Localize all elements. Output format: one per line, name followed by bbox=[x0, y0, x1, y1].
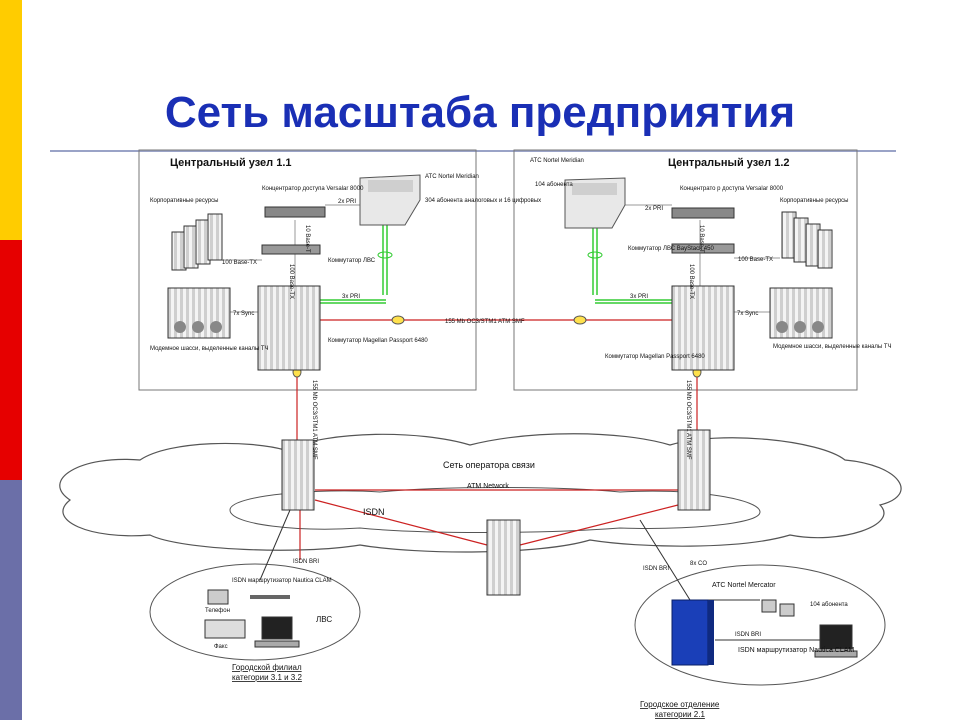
node2-pbx-label: АТС Nortel Meridian bbox=[530, 158, 584, 164]
branch1-isdn-label: ISDN BRI bbox=[293, 559, 319, 565]
branch2-router-label: ISDN маршрутизатор Nautica CLAM bbox=[738, 647, 854, 654]
branch1-fax bbox=[204, 619, 246, 639]
node1-atm-up: 155 Mb OC3/STM1 ATM SMF bbox=[311, 380, 317, 460]
red-links bbox=[296, 319, 698, 560]
branch2-ellipse bbox=[634, 564, 886, 686]
node2-servers bbox=[781, 211, 833, 269]
node1-lan-switch bbox=[261, 244, 321, 255]
operator-cloud bbox=[59, 433, 902, 553]
cloud-label: Сеть оператора связи bbox=[443, 460, 535, 470]
branch2-isdn2-label: ISDN BRI bbox=[735, 632, 761, 638]
cloud-switch-right bbox=[677, 429, 711, 511]
node2-concentrator bbox=[671, 207, 735, 219]
cloud-switch-left bbox=[281, 439, 315, 511]
page-title: Сеть масштаба предприятия bbox=[164, 88, 796, 137]
node2-vlink-b: 100 Base-TX bbox=[688, 264, 694, 299]
node2-pri3-label: 3x PRI bbox=[630, 294, 648, 300]
node1-magellan bbox=[257, 285, 321, 371]
node1-heading: Центральный узел 1.1 bbox=[170, 157, 292, 169]
node2-frame bbox=[513, 149, 858, 391]
node1-magellan-label: Коммутатор Magellan Passport 6480 bbox=[328, 338, 428, 344]
node2-vlink-a: 10 Base-T bbox=[698, 225, 704, 253]
node2-sync-label: 7x Sync bbox=[737, 311, 758, 317]
node2-pri2-label: 2x PRI bbox=[645, 206, 663, 212]
node1-concentrator-label: Концентратор доступа Versalar 8000 bbox=[262, 186, 364, 192]
branch1-phone-label: Телефон bbox=[205, 608, 230, 614]
branch1-router-label: ISDN маршрутизатор Nautica CLAM bbox=[232, 578, 332, 584]
branch2-caption-1: Городское отделение bbox=[640, 700, 720, 709]
node1-vlink-a: 10 Base-T bbox=[304, 225, 310, 253]
node1-resources-label: Корпоративные ресурсы bbox=[150, 198, 218, 204]
atm-network-label: ATM Network bbox=[467, 483, 509, 490]
branch2-caption-2: категории 2.1 bbox=[655, 710, 705, 719]
cloud-switch-center bbox=[486, 519, 521, 596]
node2-concentrator-label: Концентрато р доступа Versalar 8000 bbox=[680, 186, 784, 192]
node1-pbx-note: 304 абонента аналоговых и 16 цифровых bbox=[425, 198, 541, 204]
branch1-pc bbox=[261, 616, 293, 640]
node1-pri2-label: 2x PRI bbox=[338, 199, 356, 205]
branch2-co-label: 8x CO bbox=[690, 561, 707, 567]
node2-pbx bbox=[564, 177, 626, 229]
node2-heading: Центральный узел 1.2 bbox=[668, 157, 790, 169]
branch1-ellipse bbox=[149, 563, 361, 661]
node2-atm-up: 155 Mb OC3/STM1 ATM SMF bbox=[685, 380, 691, 460]
node1-modem-label: Модемное шасси, выделенные каналы ТЧ bbox=[150, 346, 269, 352]
node1-pbx-label: АТС Nortel Meridian bbox=[425, 174, 479, 180]
node2-pbx-note: 104 абонента bbox=[535, 182, 573, 188]
branch1-caption-1: Городской филиал bbox=[232, 663, 302, 672]
branch1-router bbox=[250, 595, 290, 599]
node1-sync-label: 7x Sync bbox=[233, 311, 254, 317]
branch2-pbx-label: АТС Nortel Mercator bbox=[712, 582, 776, 589]
branch2-phones bbox=[761, 599, 777, 613]
node2-modem-chassis bbox=[769, 287, 833, 339]
green-links bbox=[320, 225, 672, 304]
node1-lan-switch-label: Коммутатор ЛВС bbox=[328, 258, 376, 264]
title-underline bbox=[50, 150, 896, 152]
branch2-pc bbox=[819, 624, 853, 650]
branch1-fax-label: Факс bbox=[214, 644, 228, 650]
node1-modem-chassis bbox=[167, 287, 231, 339]
node2-magellan bbox=[671, 285, 735, 371]
branch2-subs-label: 104 абонента bbox=[810, 602, 848, 608]
node2-lan-switch-label: Коммутатор ЛВС BayStack 450 bbox=[628, 246, 714, 252]
branch1-caption-2: категории 3.1 и 3.2 bbox=[232, 673, 302, 682]
node1-frame bbox=[138, 149, 477, 391]
node2-resources-label: Корпоративные ресурсы bbox=[780, 198, 848, 204]
branch2-mercator bbox=[671, 599, 709, 666]
trunk-label: 155 Mb OC3/STM1 ATM SMF bbox=[445, 319, 525, 325]
stripe-yellow bbox=[0, 0, 22, 240]
node1-servers bbox=[171, 213, 223, 271]
node2-modem-label: Модемное шасси, выделенные каналы ТЧ bbox=[773, 344, 892, 350]
stripe-blue bbox=[0, 480, 22, 720]
node2-basetx-label: 100 Base-TX bbox=[738, 257, 773, 263]
node1-pbx bbox=[359, 174, 421, 226]
node2-lan-switch bbox=[671, 243, 735, 254]
branch1-lan-label: ЛВС bbox=[316, 615, 332, 624]
branch1-phone bbox=[207, 589, 229, 605]
node1-pri3-label: 3x PRI bbox=[342, 294, 360, 300]
branch2-isdn-label: ISDN BRI bbox=[643, 566, 669, 572]
node1-concentrator bbox=[264, 206, 326, 218]
node2-magellan-label: Коммутатор Magellan Passport 6480 bbox=[605, 354, 705, 360]
stripe-red bbox=[0, 240, 22, 480]
isdn-label: ISDN bbox=[363, 507, 385, 517]
node1-vlink-b: 100 Base-TX bbox=[288, 264, 294, 299]
node1-basetx-label: 100 Base-TX bbox=[222, 260, 257, 266]
